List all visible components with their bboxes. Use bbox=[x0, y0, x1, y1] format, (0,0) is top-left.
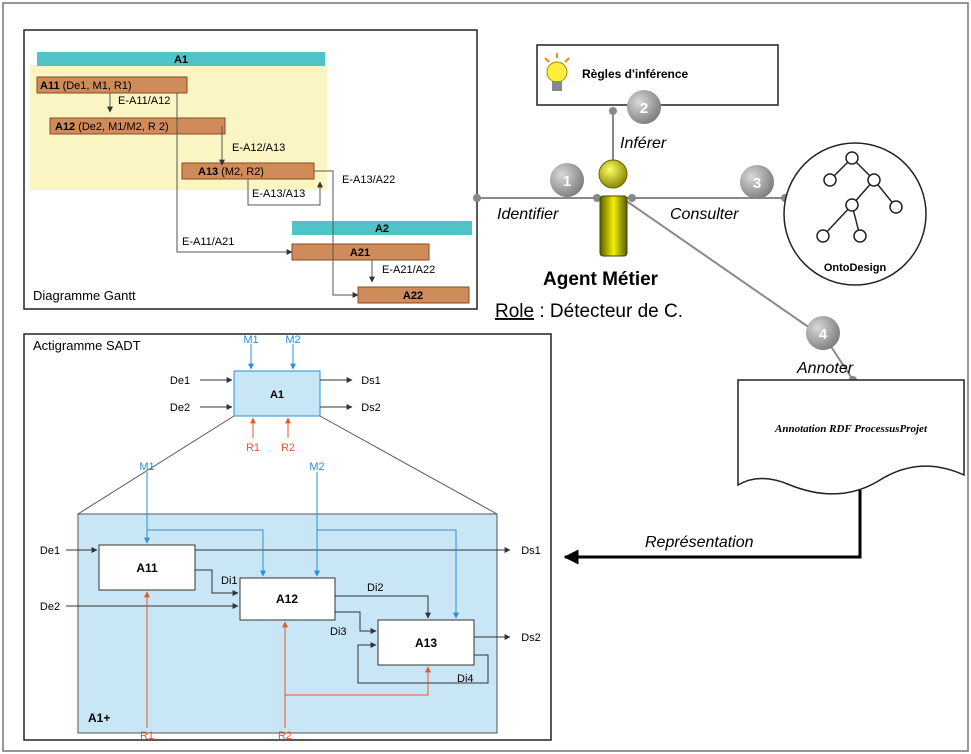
sadt-flow-di2: Di2 bbox=[367, 582, 384, 594]
step-3-label: Consulter bbox=[670, 206, 739, 223]
agent-role-key: Role bbox=[495, 301, 534, 322]
gantt-task-a13-params: (M2, R2) bbox=[221, 166, 264, 178]
gantt-task-a12-label: A12(De2, M1/M2, R 2) bbox=[55, 121, 169, 133]
sadt-panel: Actigramme SADT A1 De1 De2 Ds1 Ds2 M1 M2… bbox=[24, 334, 551, 742]
step-1-number: 1 bbox=[563, 173, 571, 190]
sadt-top-output-ds2: Ds2 bbox=[361, 402, 381, 414]
gantt-link-a13-a13: E-A13/A13 bbox=[252, 188, 305, 200]
sadt-top-mechanism-r2: R2 bbox=[281, 442, 295, 454]
gantt-link-a12-a13: E-A12/A13 bbox=[232, 142, 285, 154]
gantt-task-a11-params: (De1, M1, R1) bbox=[63, 80, 132, 92]
gantt-task-a11-label: A11(De1, M1, R1) bbox=[40, 80, 132, 92]
sadt-detail-label: A1+ bbox=[88, 711, 110, 725]
ontology-label: OntoDesign bbox=[824, 262, 887, 274]
gantt-panel: A1 A11(De1, M1, R1) A12(De2, M1/M2, R 2)… bbox=[24, 30, 477, 309]
gantt-task-a12-id: A12 bbox=[55, 121, 75, 133]
gantt-bar-a2-label: A2 bbox=[375, 223, 389, 235]
sadt-top-control-m1: M1 bbox=[243, 334, 258, 346]
sadt-flow-di3: Di3 bbox=[330, 626, 347, 638]
step-2-number: 2 bbox=[640, 100, 648, 117]
sadt-detail-mechanism-r1: R1 bbox=[140, 730, 154, 742]
agent-role-value: : Détecteur de C. bbox=[534, 301, 683, 322]
ontodesign-ontology: OntoDesign bbox=[784, 143, 926, 285]
agent-role: Role : Détecteur de C. bbox=[495, 301, 683, 322]
sadt-detail-control-m1: M1 bbox=[139, 461, 154, 473]
gantt-task-a11-id: A11 bbox=[40, 80, 60, 92]
sadt-box-a11-label: A11 bbox=[136, 561, 158, 575]
gantt-task-a13-id: A13 bbox=[198, 166, 218, 178]
sadt-flow-di4: Di4 bbox=[457, 673, 474, 685]
sadt-top-input-de1: De1 bbox=[170, 375, 190, 387]
rules-box-label: Règles d'inférence bbox=[582, 67, 689, 81]
sadt-flow-di1: Di1 bbox=[221, 575, 238, 587]
gantt-task-a22-label: A22 bbox=[403, 290, 423, 302]
sadt-box-a1-label: A1 bbox=[270, 389, 284, 401]
agent-name: Agent Métier bbox=[543, 269, 659, 290]
step-4-label: Annoter bbox=[796, 360, 854, 377]
sadt-detail-mechanism-r2: R2 bbox=[278, 730, 292, 742]
gantt-link-a11-a21: E-A11/A21 bbox=[182, 236, 234, 248]
step-2-label: Inférer bbox=[620, 135, 667, 152]
gantt-link-a11-a12: E-A11/A12 bbox=[118, 95, 170, 107]
sadt-box-a12-label: A12 bbox=[276, 592, 298, 606]
sadt-panel-label: Actigramme SADT bbox=[33, 338, 141, 353]
sadt-top-control-m2: M2 bbox=[285, 334, 300, 346]
sadt-top-input-de2: De2 bbox=[170, 402, 190, 414]
gantt-panel-label: Diagramme Gantt bbox=[33, 288, 136, 303]
sadt-top-output-ds1: Ds1 bbox=[361, 375, 381, 387]
sadt-detail-output-ds1: Ds1 bbox=[521, 545, 541, 557]
gantt-bar-a1-label: A1 bbox=[174, 54, 188, 66]
sadt-top-mechanism-r1: R1 bbox=[246, 442, 260, 454]
gantt-task-a21-label: A21 bbox=[350, 247, 370, 259]
sadt-detail-input-de2: De2 bbox=[40, 601, 60, 613]
agent-figure-icon bbox=[599, 160, 627, 256]
rules-box: Règles d'inférence bbox=[537, 45, 778, 105]
gantt-task-a12-params: (De2, M1/M2, R 2) bbox=[78, 121, 168, 133]
gantt-task-a13-label: A13(M2, R2) bbox=[198, 166, 264, 178]
step-1-label: Identifier bbox=[497, 206, 559, 223]
representation-label: Représentation bbox=[645, 534, 754, 551]
step-3-number: 3 bbox=[753, 175, 761, 192]
gantt-link-a13-a22: E-A13/A22 bbox=[342, 174, 395, 186]
gantt-link-a21-a22: E-A21/A22 bbox=[382, 264, 435, 276]
sadt-box-a13-label: A13 bbox=[415, 636, 437, 650]
annotation-document-label: Annotation RDF ProcessusProjet bbox=[774, 423, 928, 435]
sadt-detail-input-de1: De1 bbox=[40, 545, 60, 557]
step-4-number: 4 bbox=[819, 326, 828, 343]
sadt-detail-output-ds2: Ds2 bbox=[521, 632, 541, 644]
sadt-detail-control-m2: M2 bbox=[309, 461, 324, 473]
